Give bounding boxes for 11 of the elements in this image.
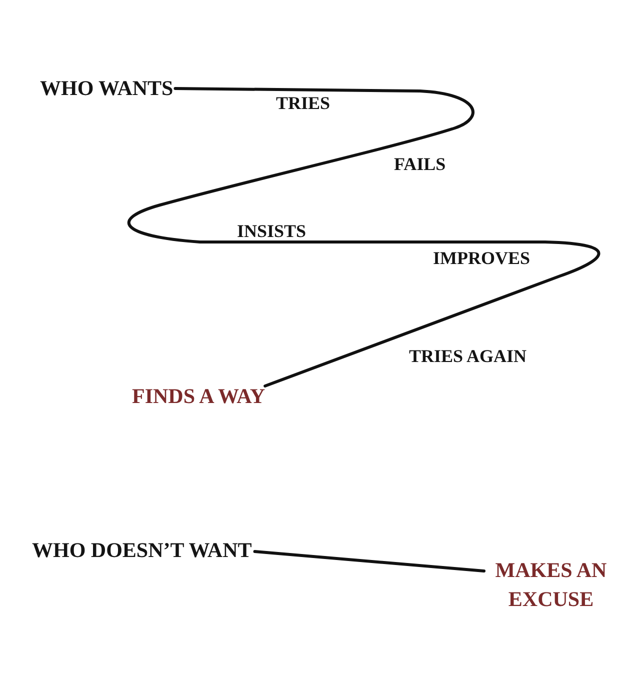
start-label: WHO WANTS <box>40 78 174 99</box>
outcome-label: FINDS A WAY <box>132 386 266 407</box>
step-label: TRIES <box>276 94 330 112</box>
step-label: FAILS <box>394 155 446 173</box>
step-label: INSISTS <box>237 222 306 240</box>
straight-line <box>253 550 486 572</box>
start-label: WHO DOESN’T WANT <box>32 540 252 561</box>
winding-line <box>127 87 600 388</box>
outcome-label: MAKES AN EXCUSE <box>492 556 610 614</box>
step-label: TRIES AGAIN <box>409 347 527 365</box>
step-label: IMPROVES <box>433 249 530 267</box>
